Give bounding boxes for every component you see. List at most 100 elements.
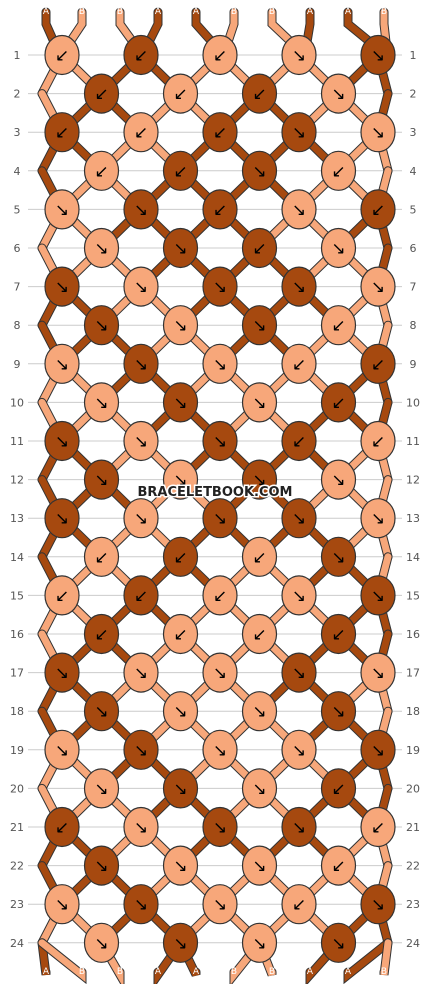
knot-arrow-icon: ↙ (213, 123, 227, 143)
row-label-left: 1 (14, 49, 21, 62)
knot-shape (44, 498, 80, 539)
knot-shape (123, 112, 159, 153)
knot: ↘ (83, 922, 120, 963)
knot-shape (320, 613, 357, 655)
knot-arrow-icon: ↘ (252, 393, 266, 413)
knot-arrow-icon: ↘ (331, 934, 345, 954)
knot: ↘ (83, 691, 120, 732)
knot-arrow-icon: ↘ (94, 471, 108, 491)
knot-shape (360, 112, 396, 153)
knot: ↘ (83, 305, 120, 346)
row-label-left: 5 (14, 203, 21, 216)
knot-shape (202, 420, 238, 462)
knot-arrow-icon: ↘ (55, 278, 69, 298)
knot-arrow-icon: ↙ (252, 239, 266, 259)
knot-shape (320, 459, 357, 500)
row-label-left: 19 (10, 744, 24, 757)
knot: ↘ (83, 227, 120, 269)
knot: ↙ (281, 420, 317, 462)
knot-shape (83, 845, 120, 886)
knot: ↘ (320, 691, 357, 732)
knot: ↙ (162, 613, 199, 655)
knot-arrow-icon: ↘ (252, 471, 266, 491)
knot-shape (123, 498, 159, 539)
knot-shape (281, 189, 317, 230)
row-label-left: 10 (10, 396, 24, 409)
knot-shape (123, 575, 159, 616)
strand-label-top: B (269, 7, 275, 17)
row-label-right: 11 (406, 435, 420, 448)
knot: ↘ (241, 768, 278, 809)
knot-arrow-icon: ↘ (371, 586, 385, 606)
knot-shape (281, 343, 317, 384)
knot-arrow-icon: ↘ (134, 818, 148, 838)
knot-shape (83, 691, 120, 732)
row-label-left: 21 (10, 821, 24, 834)
knot: ↘ (123, 189, 159, 230)
knot-shape (320, 73, 357, 114)
knot-arrow-icon: ↘ (94, 857, 108, 877)
knot-shape (281, 112, 317, 153)
strand-label-top: A (193, 7, 200, 17)
knot-arrow-icon: ↘ (134, 355, 148, 375)
knot: ↘ (281, 189, 317, 230)
knot-shape (83, 305, 120, 346)
strand-label-top: A (307, 7, 314, 17)
knot: ↙ (241, 613, 278, 655)
row-label-left: 24 (10, 937, 24, 950)
knot-shape (320, 691, 357, 732)
knot: ↙ (320, 305, 357, 346)
knot: ↙ (241, 73, 278, 114)
knot: ↙ (360, 189, 396, 230)
knot: ↘ (281, 729, 317, 770)
knot: ↙ (202, 189, 238, 230)
row-label-left: 20 (10, 782, 24, 795)
knot: ↙ (202, 575, 238, 616)
knot-arrow-icon: ↘ (252, 162, 266, 182)
knot-shape (202, 884, 238, 925)
knot-arrow-icon: ↘ (173, 857, 187, 877)
top-strand (145, 8, 162, 46)
knot-shape (360, 34, 396, 76)
knot: ↙ (360, 806, 396, 848)
knot: ↘ (360, 575, 396, 616)
knot-shape (281, 266, 317, 307)
knot-arrow-icon: ↙ (331, 779, 345, 799)
knot-shape (202, 343, 238, 384)
row-label-right: 2 (410, 88, 417, 101)
knot: ↘ (44, 498, 80, 539)
knot-shape (241, 613, 278, 655)
top-strand (380, 8, 390, 46)
knot-shape (241, 227, 278, 269)
bottom-strand (344, 939, 392, 983)
knot: ↘ (162, 768, 199, 809)
row-label-left: 4 (14, 165, 21, 178)
row-label-right: 24 (406, 937, 420, 950)
knot-shape (281, 729, 317, 770)
knot-arrow-icon: ↘ (134, 895, 148, 915)
knot: ↘ (123, 806, 159, 848)
strand-label-top: A (155, 7, 162, 17)
top-strand (303, 8, 314, 46)
row-label-left: 14 (10, 551, 24, 564)
knot: ↙ (241, 536, 278, 577)
row-label-right: 7 (410, 281, 417, 294)
strand-label-top: A (345, 7, 352, 17)
knot-arrow-icon: ↘ (292, 200, 306, 220)
knot: ↘ (162, 382, 199, 423)
knot-arrow-icon: ↘ (173, 471, 187, 491)
knot: ↘ (320, 536, 357, 577)
knot-shape (360, 806, 396, 848)
knot: ↘ (360, 729, 396, 770)
knot-shape (360, 884, 396, 925)
knot-shape (123, 343, 159, 384)
knot-shape (202, 652, 238, 693)
knot-arrow-icon: ↙ (94, 85, 108, 105)
knot-arrow-icon: ↙ (292, 895, 306, 915)
knot-arrow-icon: ↘ (55, 509, 69, 529)
knot: ↙ (44, 112, 80, 153)
knot: ↘ (162, 845, 199, 886)
knot-shape (281, 498, 317, 539)
